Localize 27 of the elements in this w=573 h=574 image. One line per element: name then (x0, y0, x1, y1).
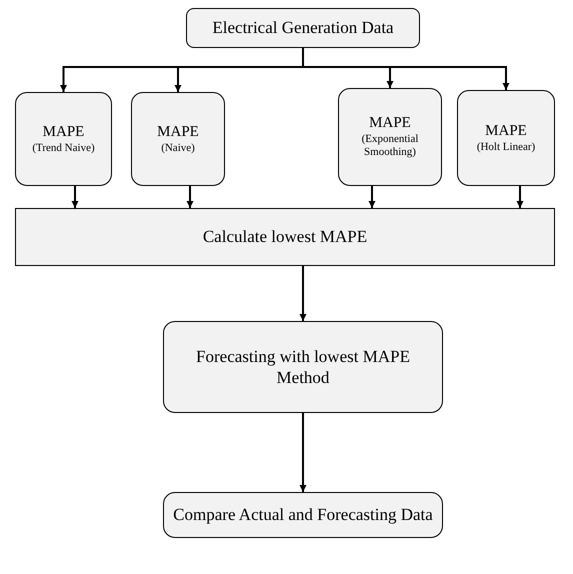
method-name: (Holt Linear) (476, 140, 536, 154)
box-title: MAPE (485, 122, 527, 140)
method-box (15, 92, 112, 186)
arrow (516, 186, 524, 208)
arrow (72, 186, 78, 208)
box-title: Electrical Generation Data (212, 17, 394, 39)
box-title: MAPE (42, 122, 84, 142)
box-title: MAPE (157, 122, 199, 142)
arrow (300, 413, 306, 492)
arrow (368, 186, 376, 208)
box-title: Compare Actual and Forecasting Data (173, 504, 433, 526)
method-box (131, 92, 225, 186)
method-name: (Trend Naive) (32, 142, 95, 156)
method-box (457, 90, 555, 186)
box-title: Forecasting with lowest MAPE Method (195, 346, 411, 388)
method-box (338, 88, 442, 186)
process-band (15, 208, 555, 266)
process-box (186, 8, 420, 48)
method-name: (Naive) (161, 142, 195, 156)
arrow (302, 48, 510, 90)
arrow (186, 186, 194, 208)
method-name: (Exponential Smoothing) (360, 132, 420, 160)
arrow (300, 266, 306, 321)
process-box (163, 321, 443, 413)
box-title: MAPE (369, 114, 411, 133)
process-box (163, 492, 443, 538)
box-title: Calculate lowest MAPE (202, 226, 368, 248)
